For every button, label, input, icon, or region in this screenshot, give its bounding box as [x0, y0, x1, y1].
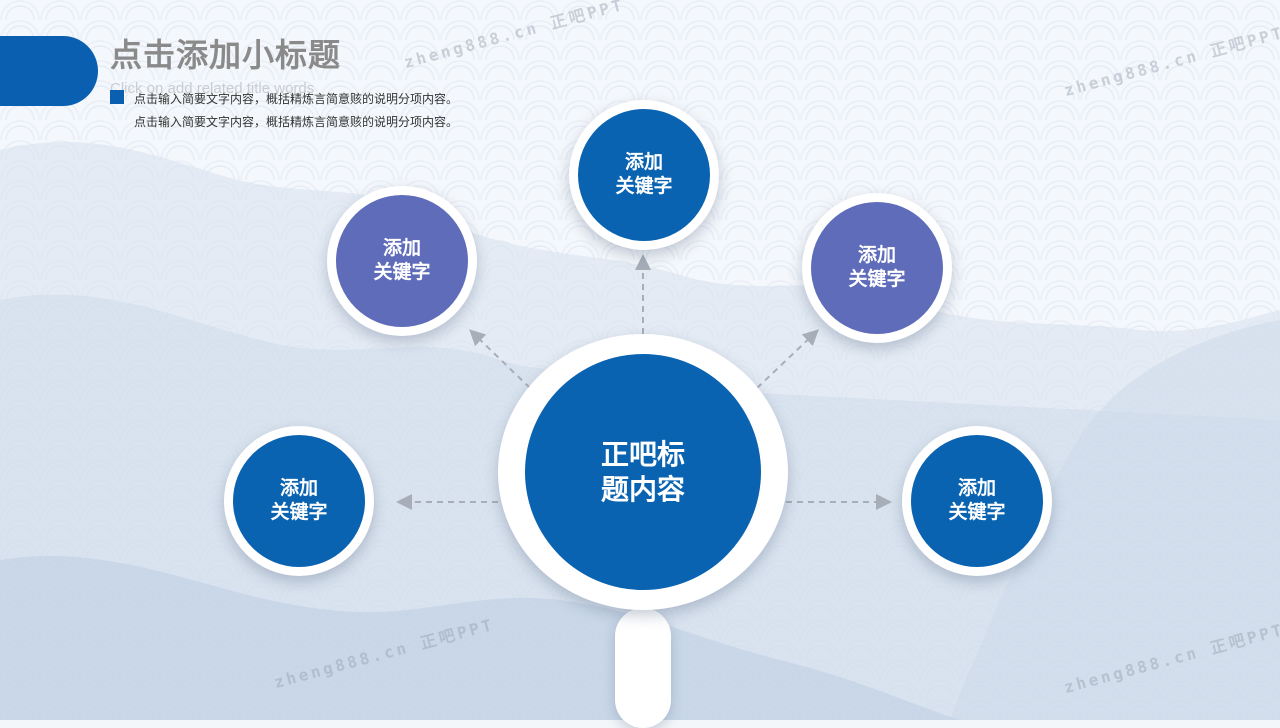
center-node-ring: 正吧标 题内容 [498, 334, 788, 610]
center-node-line-2: 题内容 [600, 473, 685, 506]
keyword-node-upper-left[interactable]: 添加 关键字 [336, 195, 468, 327]
arrow-to-upper-left [469, 329, 531, 389]
keyword-node-line-2: 关键字 [948, 501, 1006, 523]
subtitle-english: Click on add related title words [110, 80, 315, 97]
keyword-node-right[interactable]: 添加 关键字 [911, 435, 1043, 567]
keyword-node-line-2: 关键字 [373, 261, 431, 283]
keyword-node-top[interactable]: 添加 关键字 [578, 109, 710, 241]
magnifier-handle [615, 608, 671, 728]
upper-left-node-ring: 添加 关键字 [327, 186, 477, 336]
keyword-node-line-2: 关键字 [848, 268, 906, 290]
arrow-to-upper-right [756, 329, 819, 389]
center-node-line-1: 正吧标 [600, 438, 685, 471]
left-node-ring: 添加 关键字 [224, 426, 374, 576]
keyword-node-line-1: 添加 [382, 237, 421, 260]
keyword-node-line-2: 关键字 [270, 501, 328, 523]
description-line-1: 点击输入简要文字内容，概括精炼言简意赅的说明分项内容。 [134, 92, 459, 106]
keyword-node-line-2: 关键字 [615, 175, 673, 197]
top-node-ring: 添加 关键字 [569, 100, 719, 250]
page-title: 点击添加小标题 [110, 36, 342, 74]
keyword-node-line-1: 添加 [279, 477, 318, 500]
keyword-node-line-1: 添加 [957, 477, 996, 500]
keyword-node-line-1: 添加 [857, 244, 896, 267]
upper-right-node-ring: 添加 关键字 [802, 193, 952, 343]
title-accent-bar [0, 36, 98, 106]
right-node-ring: 添加 关键字 [902, 426, 1052, 576]
keyword-node-left[interactable]: 添加 关键字 [233, 435, 365, 567]
description-line-2: 点击输入简要文字内容，概括精炼言简意赅的说明分项内容。 [134, 115, 459, 129]
bullet-square-icon [110, 90, 124, 104]
keyword-node-line-1: 添加 [624, 151, 663, 174]
keyword-node-upper-right[interactable]: 添加 关键字 [811, 202, 943, 334]
center-node[interactable]: 正吧标 题内容 [525, 354, 761, 590]
